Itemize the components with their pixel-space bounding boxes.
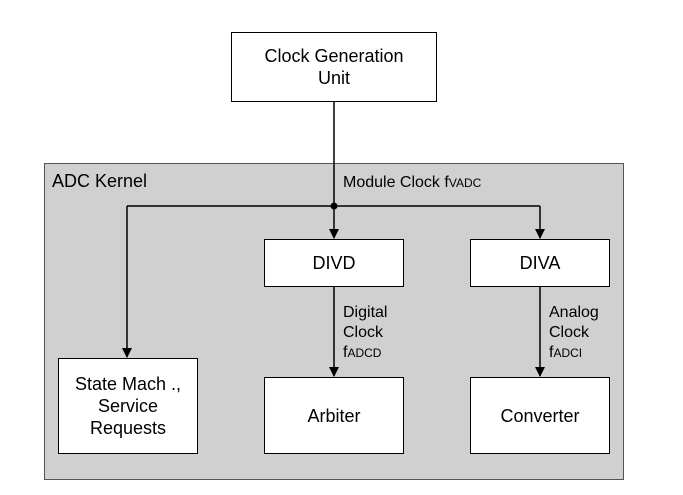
module-clock-subscript: VADC xyxy=(448,176,482,190)
state-machine-box: State Mach ., Service Requests xyxy=(58,358,198,454)
clock-generation-unit-box: Clock Generation Unit xyxy=(231,32,437,102)
diva-box: DIVA xyxy=(470,239,610,287)
digital-clock-subscript: ADCD xyxy=(347,346,382,360)
state-machine-line3: Requests xyxy=(89,418,167,438)
digital-clock-label: Digital Clock fADCD xyxy=(343,303,387,363)
digital-clock-line2: Clock xyxy=(343,324,384,341)
divd-box: DIVD xyxy=(264,239,404,287)
clock-unit-line1: Clock Generation xyxy=(264,46,404,66)
converter-box: Converter xyxy=(470,377,610,454)
analog-clock-line2: Clock xyxy=(549,324,590,341)
digital-clock-f: f xyxy=(343,344,348,361)
analog-clock-label: Analog Clock fADCI xyxy=(549,303,599,363)
state-machine-line2: Service xyxy=(97,396,159,416)
module-clock-text: Module Clock f xyxy=(343,174,449,191)
analog-clock-line1: Analog xyxy=(549,304,599,321)
arbiter-label: Arbiter xyxy=(307,405,361,426)
state-machine-line1: State Mach ., xyxy=(74,374,182,394)
clock-unit-line2: Unit xyxy=(317,68,350,88)
converter-label: Converter xyxy=(500,405,580,426)
module-clock-label: Module Clock fVADC xyxy=(343,173,481,193)
analog-clock-f: f xyxy=(549,344,554,361)
digital-clock-line1: Digital xyxy=(343,304,388,321)
adc-kernel-label: ADC Kernel xyxy=(52,171,148,191)
arbiter-box: Arbiter xyxy=(264,377,404,454)
diva-label: DIVA xyxy=(519,253,561,273)
analog-clock-subscript: ADCI xyxy=(553,346,583,360)
divd-label: DIVD xyxy=(312,253,356,273)
